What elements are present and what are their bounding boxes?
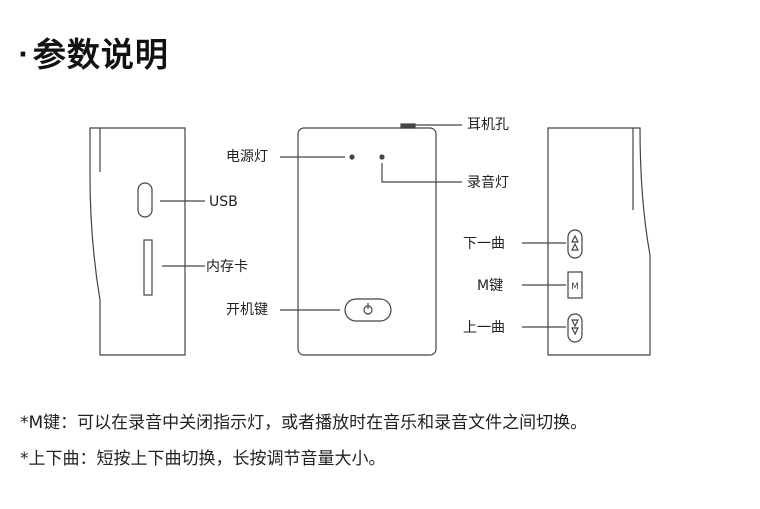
power-light-icon [349,154,355,160]
page-title: ·参数说明 [18,28,169,76]
power-key-label: 开机键 [226,302,268,318]
earphone-jack-icon [400,123,416,129]
power-button-icon [344,298,392,322]
prev-track-button-icon [567,313,583,343]
right-device-body [547,127,651,356]
m-key-button-icon [567,271,583,299]
title-bullet: · [18,40,29,70]
left-device-body [89,127,186,356]
usb-label: USB [209,194,238,210]
power-light-label: 电源灯 [226,149,268,165]
usb-port-icon [137,182,153,218]
next-track-label: 下一曲 [463,236,505,252]
record-light-icon [379,154,385,160]
record-light-label: 录音灯 [467,175,509,191]
right-side-view [522,127,651,356]
front-view [280,123,462,356]
record-light-leader-line [381,163,462,183]
left-side-view [89,127,205,356]
next-track-button-icon [567,229,583,259]
memory-card-slot-icon [143,239,153,296]
front-device-body [297,127,437,356]
earphone-jack-label: 耳机孔 [467,117,509,133]
m-key-glyph: M [571,282,579,292]
track-note: *上下曲：短按上下曲切换，长按调节音量大小。 [20,449,386,469]
m-key-note: *M键：可以在录音中关闭指示灯，或者播放时在音乐和录音文件之间切换。 [20,413,588,433]
memory-card-label: 内存卡 [206,259,248,275]
prev-track-label: 上一曲 [463,320,505,336]
m-key-label: M键 [477,278,504,294]
title-text: 参数说明 [32,35,169,74]
